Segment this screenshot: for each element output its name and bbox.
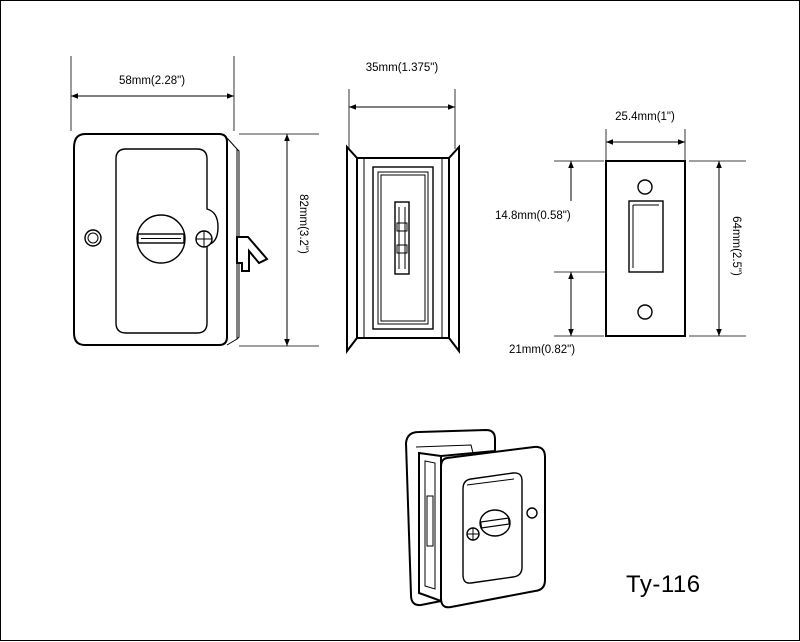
front-height-label: 82mm(3.2") xyxy=(297,194,309,254)
strike-width-label: 25.4mm(1") xyxy=(615,111,675,123)
screw-icon xyxy=(195,230,213,248)
privacy-turn-knob xyxy=(136,214,186,264)
iso-mounting-hole-icon xyxy=(526,507,538,519)
mounting-hole-icon xyxy=(84,229,102,247)
latch-slot xyxy=(394,201,410,275)
strike-offset-label: 21mm(0.82") xyxy=(509,344,575,356)
strike-height-label: 64mm(2.5") xyxy=(730,216,742,276)
right-flange xyxy=(448,144,460,354)
iso-screw-icon xyxy=(466,527,480,541)
strike-opening xyxy=(628,200,664,273)
strike-bottom-hole-icon xyxy=(637,304,653,320)
strike-plate-view: 25.4mm(1") 64mm(2.5") 14.8mm(0.58") 21mm… xyxy=(495,111,746,356)
isometric-view xyxy=(404,428,546,609)
iso-turn-knob xyxy=(479,509,511,537)
side-depth-label: 35mm(1.375") xyxy=(366,62,439,74)
side-view: 35mm(1.375") xyxy=(346,62,460,354)
model-number: Ty-116 xyxy=(626,571,701,598)
strike-opening-label: 14.8mm(0.58") xyxy=(495,210,571,222)
latch-hook xyxy=(236,236,269,272)
front-view: 58mm(2.28") 82mm(3.2") xyxy=(70,56,319,347)
left-flange xyxy=(346,144,358,354)
front-width-label: 58mm(2.28") xyxy=(119,75,185,87)
strike-top-hole-icon xyxy=(637,179,653,195)
